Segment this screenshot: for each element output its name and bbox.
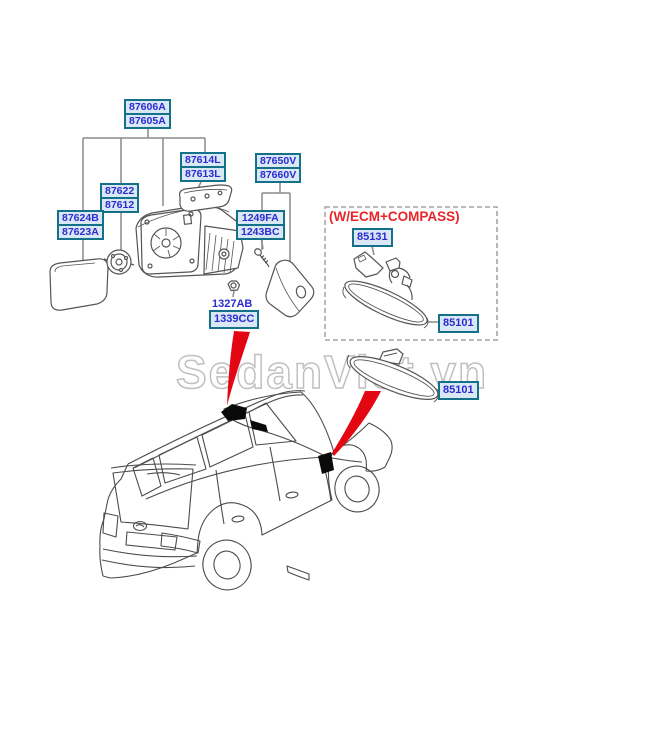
part-number[interactable]: 87613L [185,168,221,180]
label-nut-upper[interactable]: 1327AB [212,298,253,310]
part-number[interactable]: 87614L [182,154,224,168]
label-nut-lower[interactable]: 1339CC [209,310,260,329]
part-number[interactable]: 87612 [105,199,135,211]
mirror-actuator-drawing [103,249,135,275]
part-number[interactable]: 85131 [357,231,388,243]
label-mirror-bracket[interactable]: 87614L 87613L [180,152,226,182]
inside-mirror-ecm-drawing [342,251,429,329]
part-number[interactable]: 87623A [62,226,99,238]
label-inside-mirror-mount[interactable]: 85131 [352,228,393,247]
label-mirror-glass[interactable]: 87624B 87623A [57,210,104,240]
label-inside-mirror-ecm[interactable]: 85101 [438,314,479,333]
ecm-compass-note: (W/ECM+COMPASS) [329,209,460,224]
part-number[interactable]: 1243BC [241,226,280,238]
label-screw[interactable]: 1249FA 1243BC [236,210,285,240]
mirror-glass-drawing [49,258,109,311]
part-number[interactable]: 1339CC [214,313,255,325]
side-mirror-exploded-parts [49,184,315,318]
part-number[interactable]: 1249FA [238,212,283,226]
door-mirror-location-mark [318,452,334,474]
pointer-arrows [227,331,381,456]
label-mirror-cover[interactable]: 87650V 87660V [255,153,302,183]
mirror-housing-drawing [135,204,244,278]
inside-mirror-location-mark [221,404,247,421]
label-mirror-assembly[interactable]: 87606A 87605A [124,99,171,129]
mirror-location-highlights [221,404,334,474]
part-number[interactable]: 87605A [129,115,166,127]
car-illustration [99,390,393,591]
label-inside-mirror-std[interactable]: 85101 [438,381,479,400]
mirror-bracket-drawing [178,184,233,212]
screw-drawing [254,248,270,268]
part-number[interactable]: 87622 [102,185,138,199]
arrow-to-door-mirror [332,391,381,456]
part-number[interactable]: 85101 [443,317,474,329]
mirror-cover-drawing [265,259,315,318]
part-number[interactable]: 85101 [443,384,474,396]
arrow-to-inside-mirror [227,331,250,406]
inside-mirror-location-mark-2 [250,420,268,432]
label-mirror-actuator[interactable]: 87622 87612 [100,183,140,213]
part-number[interactable]: 87660V [260,169,297,181]
part-number[interactable]: 87624B [59,212,102,226]
nut-drawing [227,280,241,292]
part-number[interactable]: 87606A [126,101,169,115]
part-number[interactable]: 87650V [257,155,300,169]
